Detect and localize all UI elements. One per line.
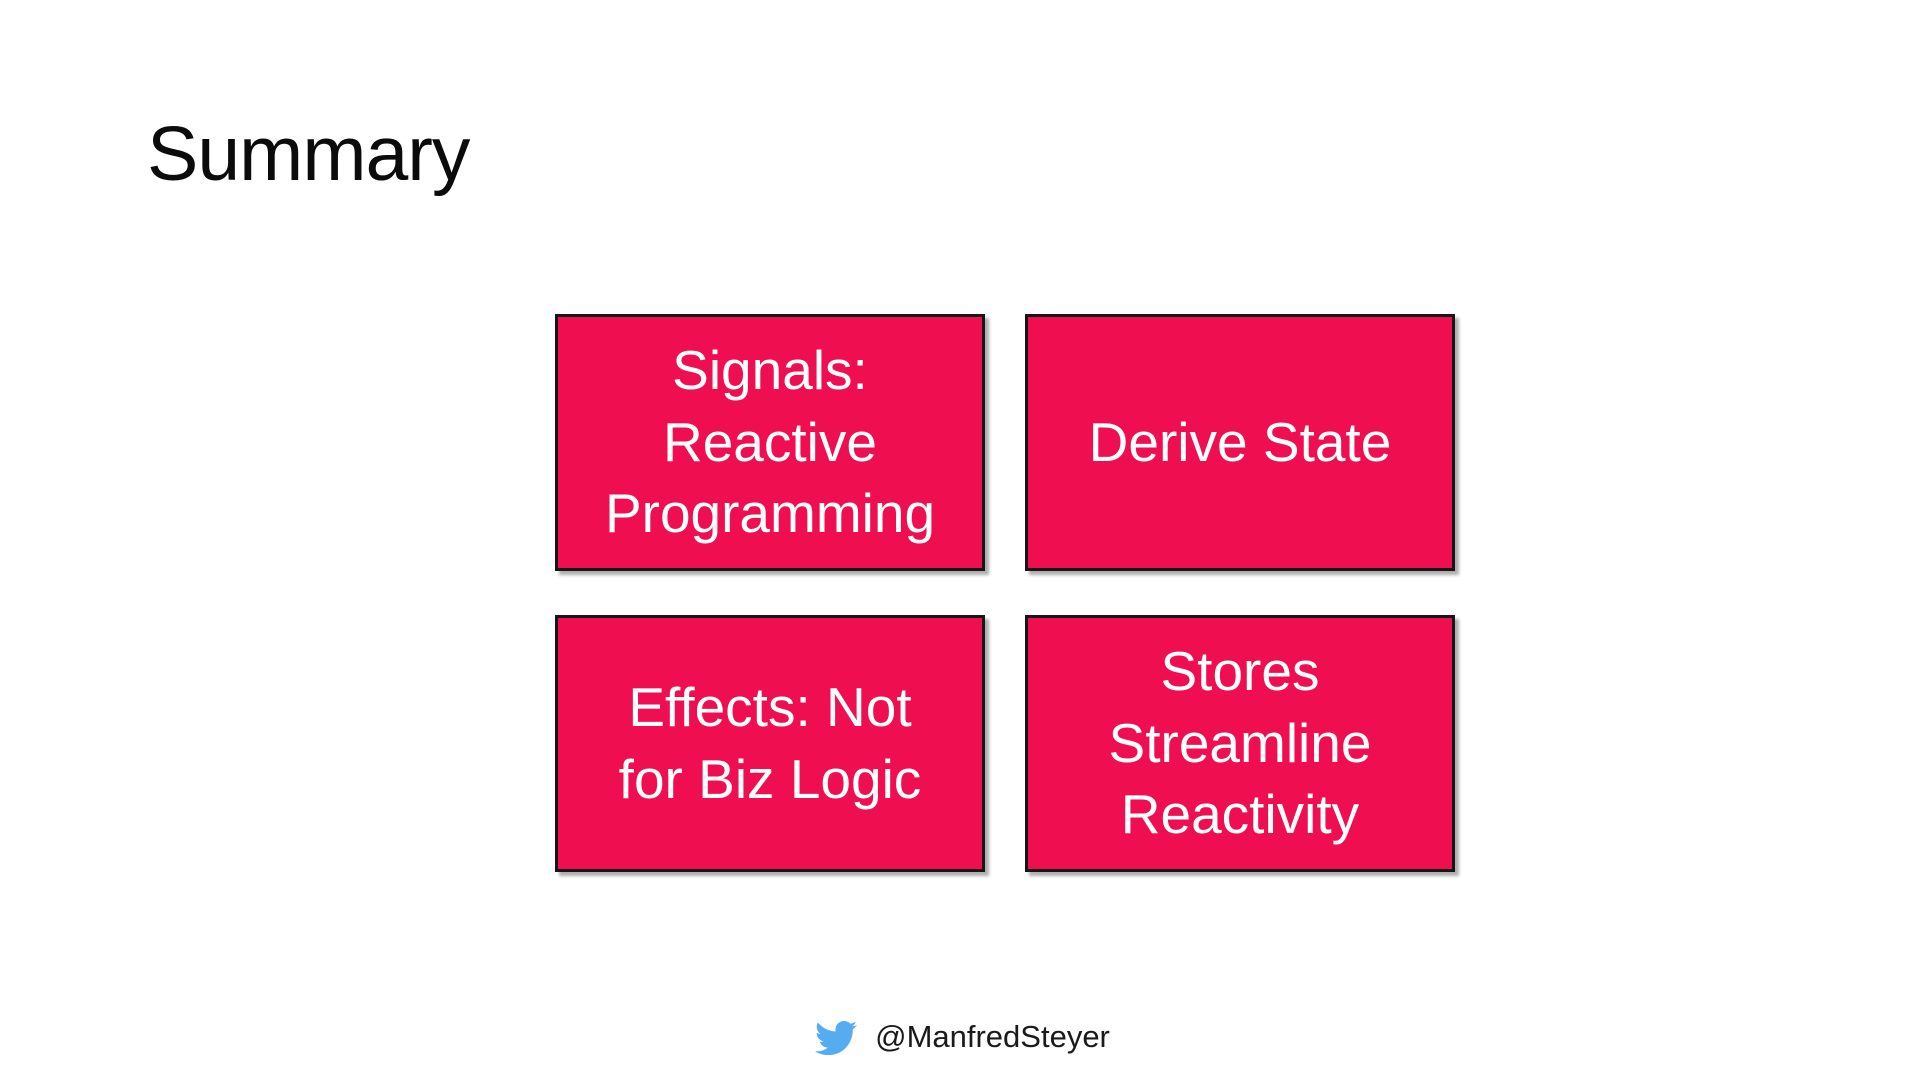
slide-title: Summary — [147, 111, 470, 197]
summary-box-signals-label: Signals: Reactive Programming — [604, 339, 936, 545]
summary-box-stores-label: Stores Streamline Reactivity — [1108, 640, 1372, 846]
summary-box-signals: Signals: Reactive Programming — [555, 314, 985, 571]
summary-grid: Signals: Reactive Programming Derive Sta… — [555, 314, 1455, 872]
summary-box-stores: Stores Streamline Reactivity — [1025, 615, 1455, 872]
summary-box-effects-label: Effects: Not for Biz Logic — [618, 676, 922, 810]
summary-box-derive-state: Derive State — [1025, 314, 1455, 571]
footer: @ManfredSteyer — [0, 1010, 1920, 1066]
summary-box-derive-state-label: Derive State — [1088, 410, 1392, 473]
summary-box-effects: Effects: Not for Biz Logic — [555, 615, 985, 872]
twitter-handle: @ManfredSteyer — [875, 1018, 1110, 1054]
twitter-bird-icon — [810, 1017, 862, 1059]
